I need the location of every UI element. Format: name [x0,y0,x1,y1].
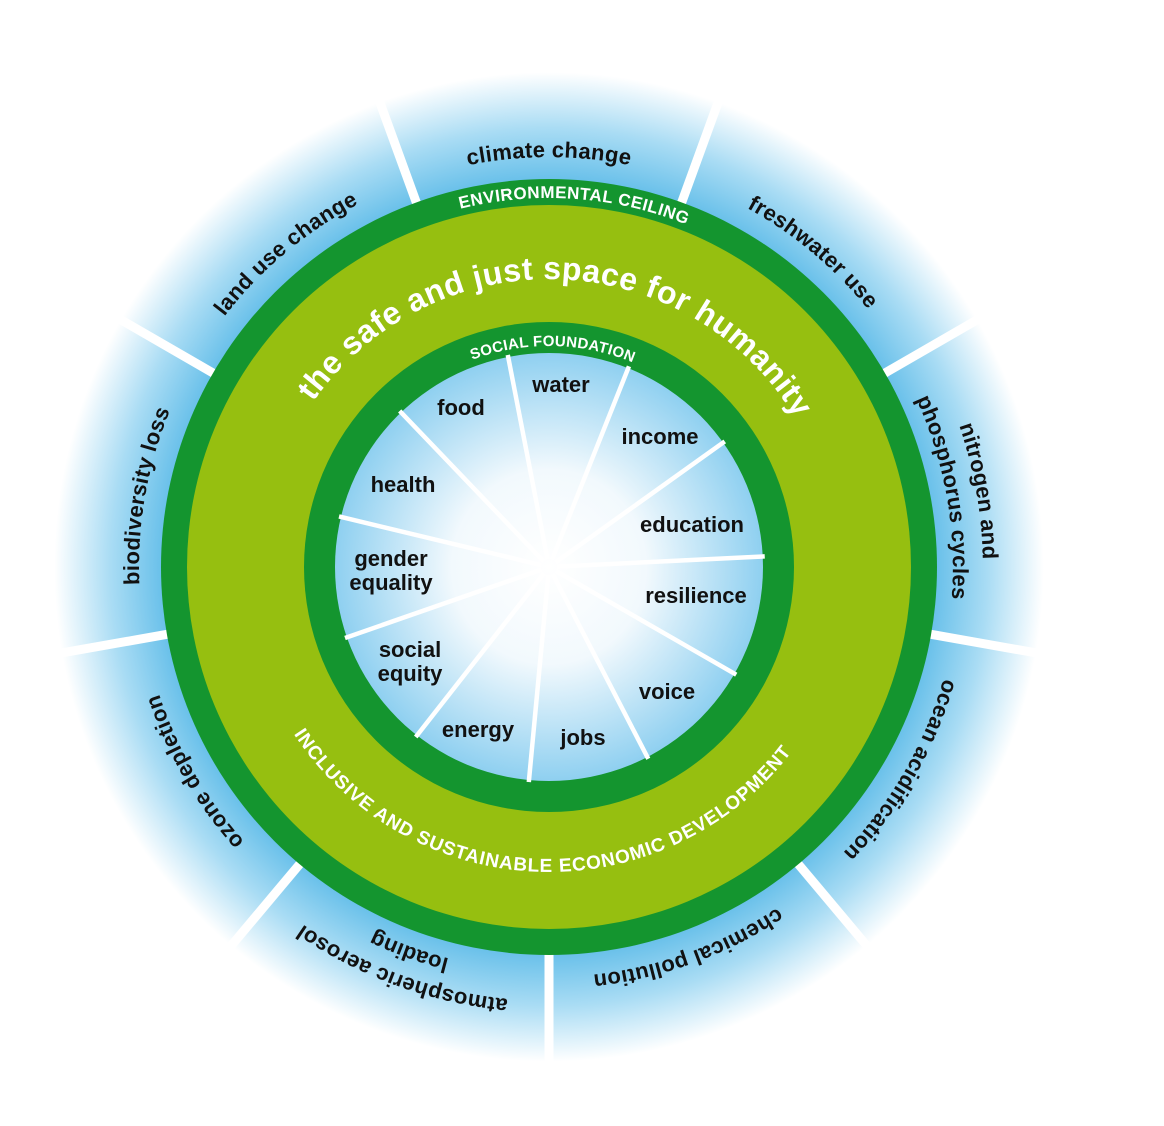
boundary-separator [100,305,223,381]
social-spoke [554,439,727,565]
boundary-separator [875,305,998,381]
social-spoke [398,409,546,563]
social-foundation-label-line: equity [378,661,444,686]
boundary-separator [41,628,176,661]
boundary-separator [368,81,424,212]
social-foundation-label: jobs [559,725,605,750]
social-foundation-label-line: equality [349,570,433,595]
social-foundation-label: voice [639,679,695,704]
boundary-separator [214,855,309,965]
social-foundation-core [335,353,763,781]
social-spoke [526,574,551,783]
boundary-separator [789,855,884,965]
boundary-separator [922,628,1057,661]
social-foundation-label-line: gender [354,546,428,571]
social-foundation-label: energy [442,717,515,742]
social-spokes [338,354,765,783]
social-spoke [554,569,738,677]
social-spoke [550,573,651,760]
boundary-separators [41,81,1057,1082]
social-foundation-labels: water income education resilience voice jobs e… [349,372,746,750]
social-foundation-label: resilience [645,583,747,608]
social-foundation-label-line: social [379,637,441,662]
social-spoke [338,514,542,568]
social-spoke [344,567,543,641]
social-foundation-label: education [640,512,744,537]
social-foundation-label: water [531,372,590,397]
social-spoke [413,571,546,739]
social-spoke [556,554,765,569]
social-foundation-label: health [371,472,436,497]
social-spoke [549,365,632,561]
boundary-separator [674,81,730,212]
social-foundation-label: food [437,395,485,420]
social-foundation-label: income [621,424,698,449]
social-spoke [505,354,550,560]
